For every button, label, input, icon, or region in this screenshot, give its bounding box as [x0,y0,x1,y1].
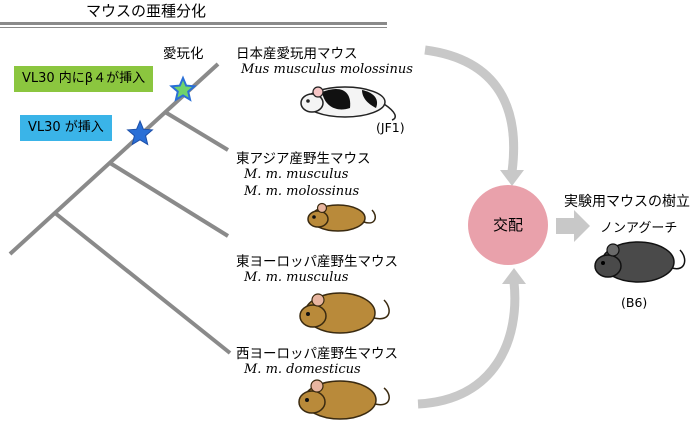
b6-strain-label: (B6) [621,295,648,310]
jf1-strain-label: (JF1) [376,120,405,135]
arrow-head-top [500,170,524,186]
jf1-mouse-icon [300,86,397,121]
east-europe-mouse-icon [299,292,390,334]
title-underline [0,22,387,25]
subspecies-sci-name: M. m. domesticus [244,362,361,377]
domestication-label: 愛玩化 [163,46,204,62]
diagram-title: マウスの亜種分化 [86,2,207,20]
subspecies-sci-name: M. m. molossinus [244,184,360,199]
branch-west-europe [53,211,232,355]
subspecies-name: 東アジア産野生マウス [236,151,371,167]
star-green-icon [169,75,197,102]
star-blue-icon [126,119,154,146]
title-underline-thin [0,27,387,28]
arrow-to-lab-mouse [556,210,590,242]
vl30-insertion-label: VL30 が挿入 [20,115,112,141]
east-asia-mouse-icon [307,202,377,232]
subspecies-name: 西ヨーロッパ産野生マウス [236,346,398,362]
subspecies-name: 東ヨーロッパ産野生マウス [236,254,398,270]
arrow-west-to-cross [417,281,520,409]
subspecies-sci-name: M. m. musculus [244,270,349,285]
vl30-beta4-insertion-label: VL30 内にβ４が挿入 [14,66,154,92]
arrow-jf1-to-cross [424,45,519,173]
lab-mouse-subtitle: ノンアグーチ [600,221,678,236]
arrow-head-bottom [502,268,526,284]
west-europe-mouse-icon [298,379,390,420]
subspecies-name: 日本産愛玩用マウス [236,46,358,62]
cross-circle: 交配 [468,185,548,265]
tree-lines [8,62,232,355]
subspecies-sci-name: M. m. musculus [244,167,349,182]
lab-mouse-title: 実験用マウスの樹立 [564,194,690,210]
branch-east-asia [163,110,230,152]
lab-mouse-icon [594,241,686,283]
subspecies-sci-name: Mus musculus molossinus [241,62,413,77]
branch-east-europe [108,161,230,238]
